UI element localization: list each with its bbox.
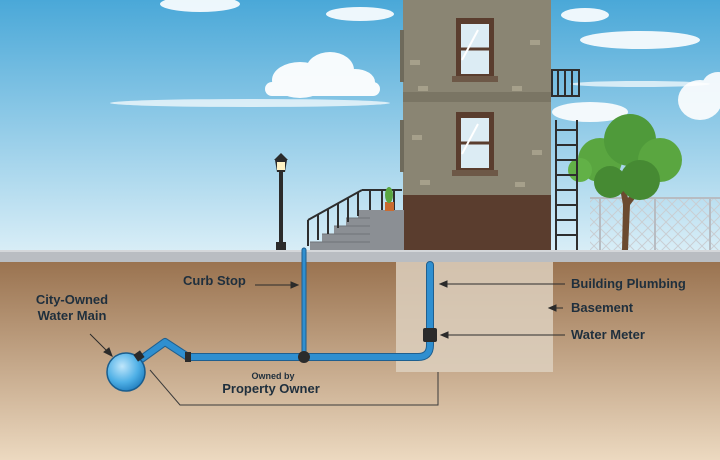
property-owner-label: Property Owner <box>222 381 320 396</box>
cloud <box>160 0 609 22</box>
stair-railing <box>307 189 402 246</box>
ownership-bracket-line <box>149 369 439 406</box>
sidewalk <box>0 250 720 262</box>
window <box>452 112 498 176</box>
owned-by-label: Owned by <box>251 371 294 381</box>
curb-stop-label: Curb Stop <box>183 273 246 288</box>
building-plumbing-label: Building Plumbing <box>571 276 686 291</box>
city-main-label-line2: Water Main <box>38 308 107 323</box>
fire-escape <box>551 69 580 250</box>
city-main-label-line1: City-Owned <box>36 292 108 307</box>
water-meter-icon <box>423 328 437 342</box>
front-stairs <box>310 210 404 250</box>
water-service-pipe <box>136 247 434 364</box>
water-meter-label: Water Meter <box>571 327 645 342</box>
cloud <box>265 52 380 98</box>
building <box>400 0 551 250</box>
arrow <box>89 280 565 358</box>
tree-icon <box>568 114 682 250</box>
basement-label: Basement <box>571 300 634 315</box>
water-main-icon <box>106 350 146 392</box>
window <box>452 18 498 82</box>
street-lamp-icon <box>274 153 288 250</box>
cloud <box>110 81 710 107</box>
pipe-coupling <box>185 352 191 362</box>
curb-stop-valve-icon <box>298 351 310 363</box>
potted-plant <box>385 187 394 211</box>
cloud <box>552 31 720 122</box>
